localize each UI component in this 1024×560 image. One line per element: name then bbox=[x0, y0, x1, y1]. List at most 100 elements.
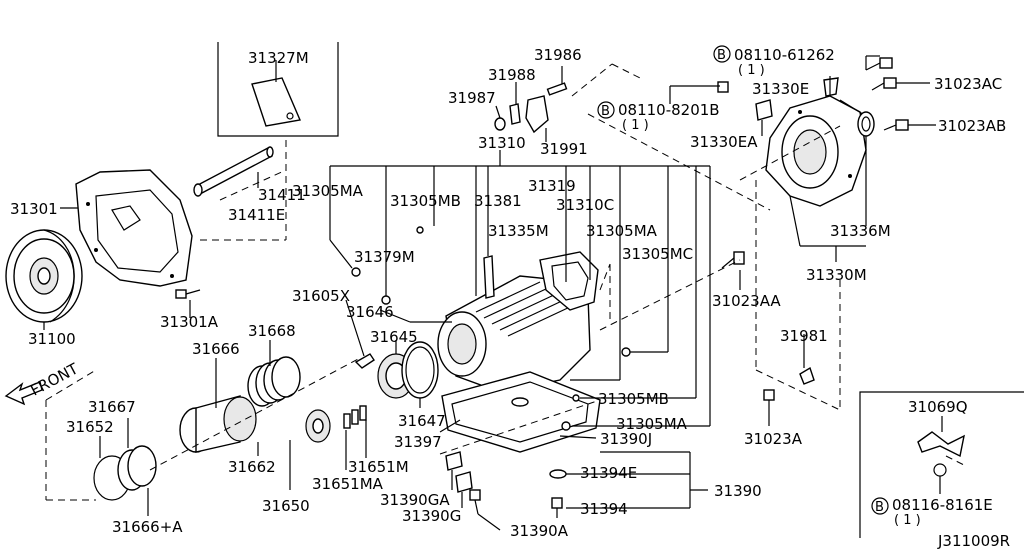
label-31330M: 31330M bbox=[806, 266, 867, 284]
label-31301A: 31301A bbox=[160, 313, 219, 331]
nut-31987 bbox=[494, 117, 506, 131]
clamp-31981 bbox=[799, 366, 815, 385]
label-31100: 31100 bbox=[28, 330, 76, 348]
label-08110-8201B-qty: ( 1 ) bbox=[622, 118, 649, 133]
label-31305MC: 31305MC bbox=[622, 245, 693, 263]
bolt-08110-61262 bbox=[865, 57, 893, 71]
dashed-assembly-lines bbox=[45, 63, 841, 501]
bolt-31023AB bbox=[883, 119, 909, 131]
bracket-31390G bbox=[455, 471, 473, 493]
label-31668: 31668 bbox=[248, 322, 296, 340]
extension-housing bbox=[765, 95, 875, 207]
bolt-marker-circle-2: B bbox=[597, 101, 615, 119]
bolt-marker-circle-1: B bbox=[713, 45, 731, 63]
label-31991: 31991 bbox=[540, 140, 588, 158]
leader-lines bbox=[43, 55, 943, 531]
label-31667: 31667 bbox=[88, 398, 136, 416]
clutch-pack-31668 bbox=[247, 356, 301, 407]
label-31330EA: 31330EA bbox=[690, 133, 758, 151]
label-31305MA-a: 31305MA bbox=[292, 182, 364, 200]
label-31069Q: 31069Q bbox=[908, 398, 968, 416]
label-31023AA: 31023AA bbox=[712, 292, 781, 310]
front-arrow bbox=[4, 381, 43, 406]
label-08110-61262: 08110-61262 bbox=[734, 46, 835, 64]
inset-31069Q bbox=[859, 391, 1024, 538]
plug-31305MB bbox=[416, 226, 580, 402]
label-31301: 31301 bbox=[10, 200, 58, 218]
label-31336M: 31336M bbox=[830, 222, 891, 240]
bolt-marker-2: B bbox=[601, 104, 610, 119]
bolt-marker-1: B bbox=[717, 48, 726, 63]
label-31666A: 31666+A bbox=[112, 518, 183, 536]
drum-31666 bbox=[179, 395, 257, 453]
label-31390G: 31390G bbox=[402, 507, 461, 525]
ring-31647 bbox=[401, 341, 439, 399]
label-31394E: 31394E bbox=[580, 464, 637, 482]
pin-31986 bbox=[546, 82, 568, 96]
bolt-31023AC bbox=[871, 77, 897, 91]
converter-housing bbox=[75, 169, 193, 287]
label-31390A: 31390A bbox=[510, 522, 569, 540]
label-31310C: 31310C bbox=[556, 196, 614, 214]
label-31305MB-b: 31305MB bbox=[598, 390, 669, 408]
label-31390GA: 31390GA bbox=[380, 491, 450, 509]
part-31605X bbox=[354, 353, 375, 369]
label-31645: 31645 bbox=[370, 328, 418, 346]
label-31652: 31652 bbox=[66, 418, 114, 436]
label-31666: 31666 bbox=[192, 340, 240, 358]
bolt-marker-3: B bbox=[875, 500, 884, 515]
label-31381: 31381 bbox=[474, 192, 522, 210]
torque-converter bbox=[5, 229, 83, 323]
bearing-31650 bbox=[305, 409, 331, 443]
label-31310: 31310 bbox=[478, 134, 526, 152]
diagram-id: J311009R bbox=[937, 532, 1010, 550]
label-31646: 31646 bbox=[346, 303, 394, 321]
clip-31330E bbox=[823, 77, 839, 97]
label-31397: 31397 bbox=[394, 433, 442, 451]
bolt-31390A bbox=[469, 489, 481, 515]
nut-31305MA bbox=[351, 267, 571, 431]
label-31662: 31662 bbox=[228, 458, 276, 476]
label-31023AC: 31023AC bbox=[934, 75, 1002, 93]
bolt-31394 bbox=[551, 497, 563, 518]
bolt-31023A bbox=[763, 389, 775, 414]
label-31411E: 31411E bbox=[228, 206, 285, 224]
washer-31394E bbox=[549, 469, 567, 479]
clip-31330EA bbox=[755, 99, 773, 121]
label-08110-61262-qty: ( 1 ) bbox=[738, 63, 765, 78]
label-31390J: 31390J bbox=[600, 430, 652, 448]
clip-31988 bbox=[509, 103, 521, 125]
transmission-case bbox=[437, 251, 599, 393]
label-31327M: 31327M bbox=[248, 49, 309, 67]
bracket-31991 bbox=[525, 95, 549, 134]
label-31986: 31986 bbox=[534, 46, 582, 64]
label-31647: 31647 bbox=[398, 412, 446, 430]
label-31651MA: 31651MA bbox=[312, 475, 384, 493]
bolt-marker-circle-3: B bbox=[871, 497, 889, 515]
inset-31327M bbox=[217, 42, 339, 137]
label-31987: 31987 bbox=[448, 89, 496, 107]
label-31605X: 31605X bbox=[292, 287, 350, 305]
label-31651M: 31651M bbox=[348, 458, 409, 476]
gear-31667 bbox=[117, 445, 157, 491]
label-31305MB-a: 31305MB bbox=[390, 192, 461, 210]
label-31390: 31390 bbox=[714, 482, 762, 500]
input-shaft bbox=[193, 140, 287, 241]
label-08116-8161E-qty: ( 1 ) bbox=[894, 513, 921, 528]
label-31411: 31411 bbox=[258, 186, 306, 204]
bolt-31301A bbox=[175, 289, 201, 299]
label-08110-8201B: 08110-8201B bbox=[618, 101, 720, 119]
bracket-31390GA bbox=[445, 451, 463, 471]
label-31379M: 31379M bbox=[354, 248, 415, 266]
label-08116-8161E: 08116-8161E bbox=[892, 496, 993, 514]
springs-31651 bbox=[343, 405, 367, 429]
label-31394: 31394 bbox=[580, 500, 628, 518]
label-31023A: 31023A bbox=[744, 430, 803, 448]
label-front: FRONT bbox=[27, 359, 81, 399]
bolt-31023AA bbox=[721, 251, 745, 269]
bolt-08110-8201B bbox=[717, 81, 729, 93]
label-31319: 31319 bbox=[528, 177, 576, 195]
label-31305MA-b: 31305MA bbox=[586, 222, 658, 240]
part-labels: 31327M 31986 31988 31987 31991 31310 081… bbox=[10, 46, 1010, 550]
